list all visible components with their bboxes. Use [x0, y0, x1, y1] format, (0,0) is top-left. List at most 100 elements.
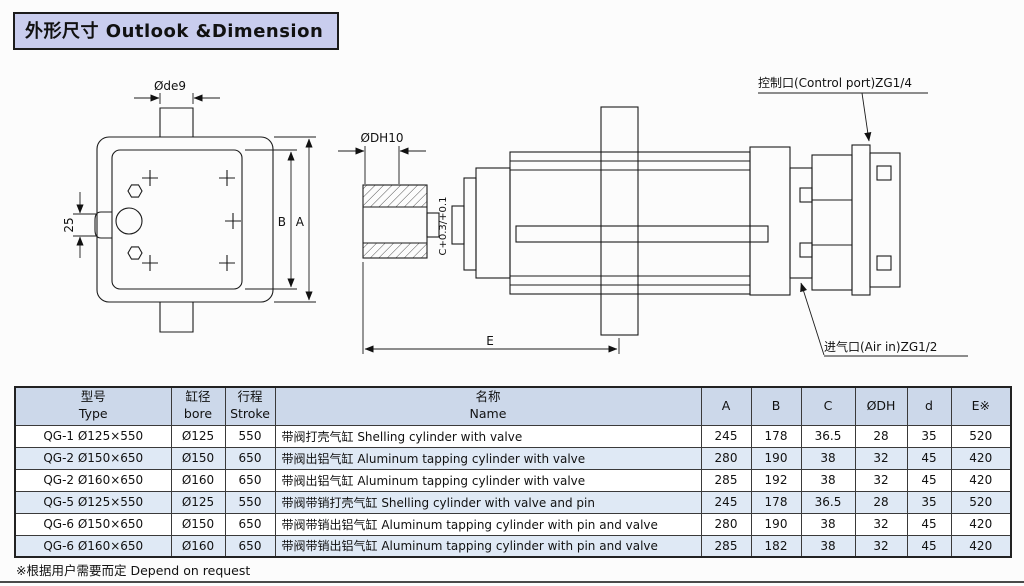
col-header-stroke-cn: 行程 [237, 389, 263, 405]
dim-label-a: A [296, 215, 305, 229]
table-cell: 38 [800, 512, 856, 536]
table-header-row: 型号 Type 缸径 bore 行程 Stroke 名称 Name A B C … [14, 386, 1012, 426]
bottom-rule [0, 581, 1024, 583]
table-cell: Ø160 [170, 468, 226, 492]
table-cell: Ø125 [170, 424, 226, 448]
table-cell: 285 [700, 534, 752, 558]
table-cell: 650 [224, 512, 276, 536]
table-cell: 45 [906, 468, 952, 492]
table-cell: Ø150 [170, 446, 226, 470]
col-header-odh: ØDH [854, 386, 908, 426]
table-cell: 28 [854, 424, 908, 448]
dim-label-c: C+0.3/+0.1 [438, 197, 449, 256]
table-cell: QG-6 Ø160×650 [14, 534, 172, 558]
front-head [475, 167, 511, 279]
col-header-b: B [750, 386, 802, 426]
front-view-dimensions: Øde9 25 B A [62, 79, 316, 303]
col-header-stroke-en: Stroke [230, 406, 270, 422]
left-tab [94, 211, 112, 239]
table-cell: Ø160 [170, 534, 226, 558]
table-cell: QG-6 Ø150×650 [14, 512, 172, 536]
table-cell: 35 [906, 424, 952, 448]
table-cell: Ø150 [170, 512, 226, 536]
footnote: ※根据用户需要而定 Depend on request [16, 563, 251, 578]
table-cell: Ø125 [170, 490, 226, 514]
flange-inner-plate [111, 149, 243, 290]
table-cell: 178 [750, 490, 802, 514]
table-cell: 550 [224, 424, 276, 448]
piston-rod-bar [515, 225, 769, 243]
bore-circle [115, 207, 143, 235]
col-header-d: d [906, 386, 952, 426]
valve-plate [851, 144, 871, 296]
air-in-label: 进气口(Air in)ZG1/2 [824, 339, 937, 354]
hex-bolt-marks [127, 184, 143, 260]
rear-head [749, 146, 791, 296]
table-cell: 420 [950, 468, 1012, 492]
bottom-shaft [159, 302, 194, 333]
table-cell: QG-1 Ø125×550 [14, 424, 172, 448]
table-cell: 190 [750, 512, 802, 536]
col-header-bore: 缸径 bore [170, 386, 226, 426]
table-cell: 38 [800, 446, 856, 470]
col-header-type: 型号 Type [14, 386, 172, 426]
table-cell: 32 [854, 468, 908, 492]
technical-drawing: Øde9 25 B A [62, 76, 968, 357]
rod-neck [451, 205, 465, 245]
table-cell: 650 [224, 534, 276, 558]
table-cell: 280 [700, 446, 752, 470]
table-cell: 带阀打壳气缸 Shelling cylinder with valve [274, 424, 702, 448]
col-header-bore-cn: 缸径 [185, 389, 211, 405]
front-view-outline [94, 107, 274, 333]
table-cell: 280 [700, 512, 752, 536]
col-header-c: C [800, 386, 856, 426]
dim-label-b: B [278, 215, 286, 229]
rod-step [426, 212, 440, 238]
table-cell: 45 [906, 534, 952, 558]
table-cell: 520 [950, 490, 1012, 514]
dim-label-ode9: Øde9 [154, 79, 186, 93]
table-cell: 38 [800, 534, 856, 558]
table-cell: 带阀出铝气缸 Aluminum tapping cylinder with va… [274, 446, 702, 470]
valve-body [811, 154, 853, 291]
table-cell: 178 [750, 424, 802, 448]
table-cell: 35 [906, 490, 952, 514]
table-cell: 38 [800, 468, 856, 492]
side-view-dimensions: ØDH10 C+0.3/+0.1 E 控制口(Control port)ZG1/… [338, 76, 968, 357]
table-cell: 32 [854, 534, 908, 558]
dimension-table: 型号 Type 缸径 bore 行程 Stroke 名称 Name A B C … [14, 386, 1012, 558]
col-header-e: E※ [950, 386, 1012, 426]
table-cell: 420 [950, 512, 1012, 536]
table-cell: 45 [906, 446, 952, 470]
col-header-a: A [700, 386, 752, 426]
table-cell: 650 [224, 446, 276, 470]
col-header-name-en: Name [469, 406, 507, 422]
dim-label-25: 25 [62, 217, 76, 232]
table-cell: 182 [750, 534, 802, 558]
table-cell: 420 [950, 446, 1012, 470]
table-cell: 36.5 [800, 490, 856, 514]
table-cell: 带阀带销打壳气缸 Shelling cylinder with valve an… [274, 490, 702, 514]
table-cell: 带阀带销出铝气缸 Aluminum tapping cylinder with … [274, 512, 702, 536]
col-header-type-cn: 型号 [80, 389, 106, 405]
dim-label-odh10: ØDH10 [361, 131, 404, 145]
col-header-bore-en: bore [183, 406, 213, 422]
table-cell: 32 [854, 512, 908, 536]
table-cell: 带阀带销出铝气缸 Aluminum tapping cylinder with … [274, 534, 702, 558]
table-cell: QG-2 Ø150×650 [14, 446, 172, 470]
col-header-type-en: Type [78, 406, 108, 422]
col-header-name-cn: 名称 [475, 389, 501, 405]
table-cell: QG-2 Ø160×650 [14, 468, 172, 492]
table-cell: 28 [854, 490, 908, 514]
table-cell: QG-5 Ø125×550 [14, 490, 172, 514]
dim-label-e: E [486, 334, 494, 348]
table-cell: 245 [700, 424, 752, 448]
col-header-stroke: 行程 Stroke [224, 386, 276, 426]
control-port-label: 控制口(Control port)ZG1/4 [758, 76, 912, 90]
